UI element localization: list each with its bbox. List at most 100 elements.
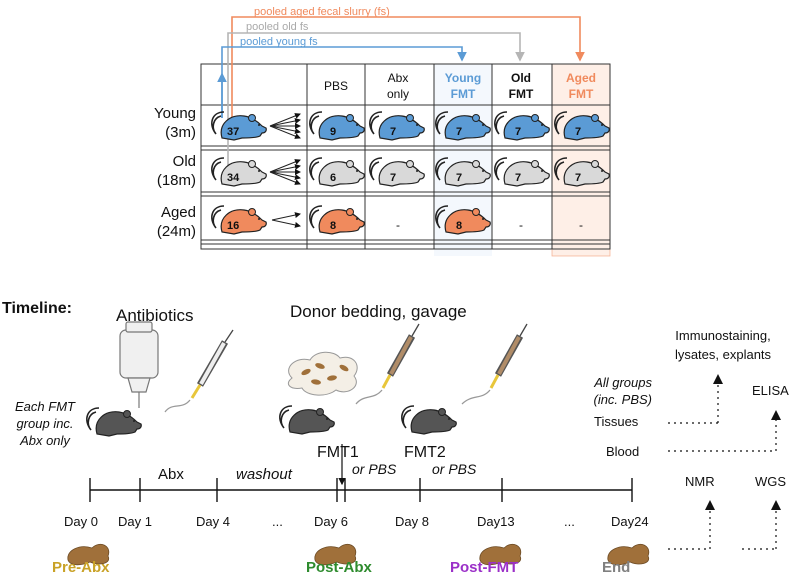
immuno-line2: lysates, explants [674,347,772,362]
cell-count: 7 [515,172,522,184]
cell-count: 8 [330,220,337,232]
antibiotics-label: Antibiotics [116,306,194,325]
mouse-old-pbs [309,157,366,187]
col-header-young-line1: Young [444,71,482,85]
nmr-label: NMR [685,474,715,489]
mouse-old-abx [369,157,426,187]
col-header-old-fmt: Old FMT [492,70,550,102]
day-label: Day24 [611,514,649,529]
day-label: Day 0 [64,514,98,529]
donor-count-aged: 16 [227,220,240,232]
mouse-young-oldfmt [494,111,551,141]
mouse-old-oldfmt [494,157,551,187]
each-fmt-line2: group inc. [16,416,74,431]
fan-arrows [269,113,301,228]
cell-count: 7 [456,172,463,184]
syringe-icon-3 [461,323,528,405]
stool-icons [67,543,650,566]
donor-line-young [217,46,467,118]
cell-count: 9 [330,126,337,138]
col-header-old-line2: FMT [508,87,534,101]
col-header-pbs: PBS [323,79,348,93]
timeline-mouse-3 [401,405,458,435]
col-header-old-line1: Old [511,71,531,85]
donor-bedding-label: Donor bedding, gavage [290,302,467,321]
washout-label: washout [236,466,292,483]
row-label-aged-name: Aged [160,204,196,221]
or-pbs-2: or PBS [432,461,477,477]
immuno-line1: Immunostaining, [675,328,771,343]
cell-count: 7 [456,126,463,138]
fmt2-label: FMT2 [404,444,446,461]
abx-period-label: Abx [158,466,184,483]
day-label: Day 4 [196,514,230,529]
aged-column-highlight [552,64,610,256]
row-label-aged: Aged (24m) [134,203,196,241]
ellipsis-label: ... [564,514,575,529]
row-label-young: Young (3m) [134,104,196,142]
fmt1-label: FMT1 [317,444,359,461]
tissues-label: Tissues [594,414,639,429]
wgs-label: WGS [755,474,787,489]
each-fmt-note: Each FMT group inc. Abx only [4,398,86,449]
mouse-young-abx [369,111,426,141]
cell-empty: - [396,218,400,232]
timeline-mouse-1 [86,407,143,437]
syringe-icon-1 [164,329,234,413]
all-groups-note: All groups (inc. PBS) [570,374,652,408]
day-label: Day 6 [314,514,348,529]
row-label-old-age: (18m) [156,172,196,189]
donor-count-young: 37 [227,126,240,138]
row-label-young-name: Young [154,105,196,122]
row-label-old-name: Old [172,153,196,170]
ellipsis-label: ... [272,514,283,529]
timeline-mouse-2 [279,405,336,435]
analysis-arrowheads [705,374,781,510]
all-groups-line1: All groups [594,375,652,390]
row-label-aged-age: (24m) [156,223,196,240]
stage-post-abx: Post-Abx [306,559,372,576]
donor-line-old [227,32,525,165]
elisa-label: ELISA [752,383,789,398]
mouse-young-pbs [309,111,366,141]
or-pbs-1: or PBS [352,461,397,477]
cell-count: 7 [390,172,397,184]
stage-pre-abx: Pre-Abx [52,559,110,576]
col-header-aged-line2: FMT [568,87,594,101]
study-table-frame [200,63,611,250]
cell-count: 7 [575,126,582,138]
water-bottle-icon [119,321,159,408]
bedding-cloud-icon [287,351,358,396]
cell-count: 8 [456,220,463,232]
each-fmt-line1: Each FMT [15,399,75,414]
timeline-title: Timeline: [2,300,72,317]
col-header-young-fmt: Young FMT [434,70,492,102]
col-header-aged-line1: Aged [566,71,596,85]
immunostaining-label: Immunostaining, lysates, explants [658,326,788,364]
day-label: Day13 [477,514,515,529]
all-groups-line2: (inc. PBS) [593,392,652,407]
analysis-dotted-lines [668,384,777,550]
syringe-icon-2 [355,323,420,405]
donor-label-young: pooled young fs [240,36,318,48]
col-header-abx-line2: only [386,87,409,101]
each-fmt-line3: Abx only [20,433,70,448]
donor-count-old: 34 [227,172,240,184]
cell-count: 6 [330,172,337,184]
day-label: Day 8 [395,514,429,529]
col-header-abx-line1: Abx [387,71,409,85]
col-header-aged-fmt: Aged FMT [552,70,610,102]
col-header-abx: Abx only [369,70,427,102]
stage-end: End [602,559,631,576]
donor-label-aged: pooled aged fecal slurry (fs) [254,6,390,18]
col-header-young-line2: FMT [450,87,476,101]
cell-count: 7 [515,126,522,138]
row-label-young-age: (3m) [165,124,196,141]
cell-count: 7 [390,126,397,138]
donor-label-old: pooled old fs [246,21,309,33]
mouse-aged-pbs [309,205,366,235]
cell-empty: - [519,218,523,232]
day-label: Day 1 [118,514,152,529]
blood-label: Blood [606,444,640,459]
